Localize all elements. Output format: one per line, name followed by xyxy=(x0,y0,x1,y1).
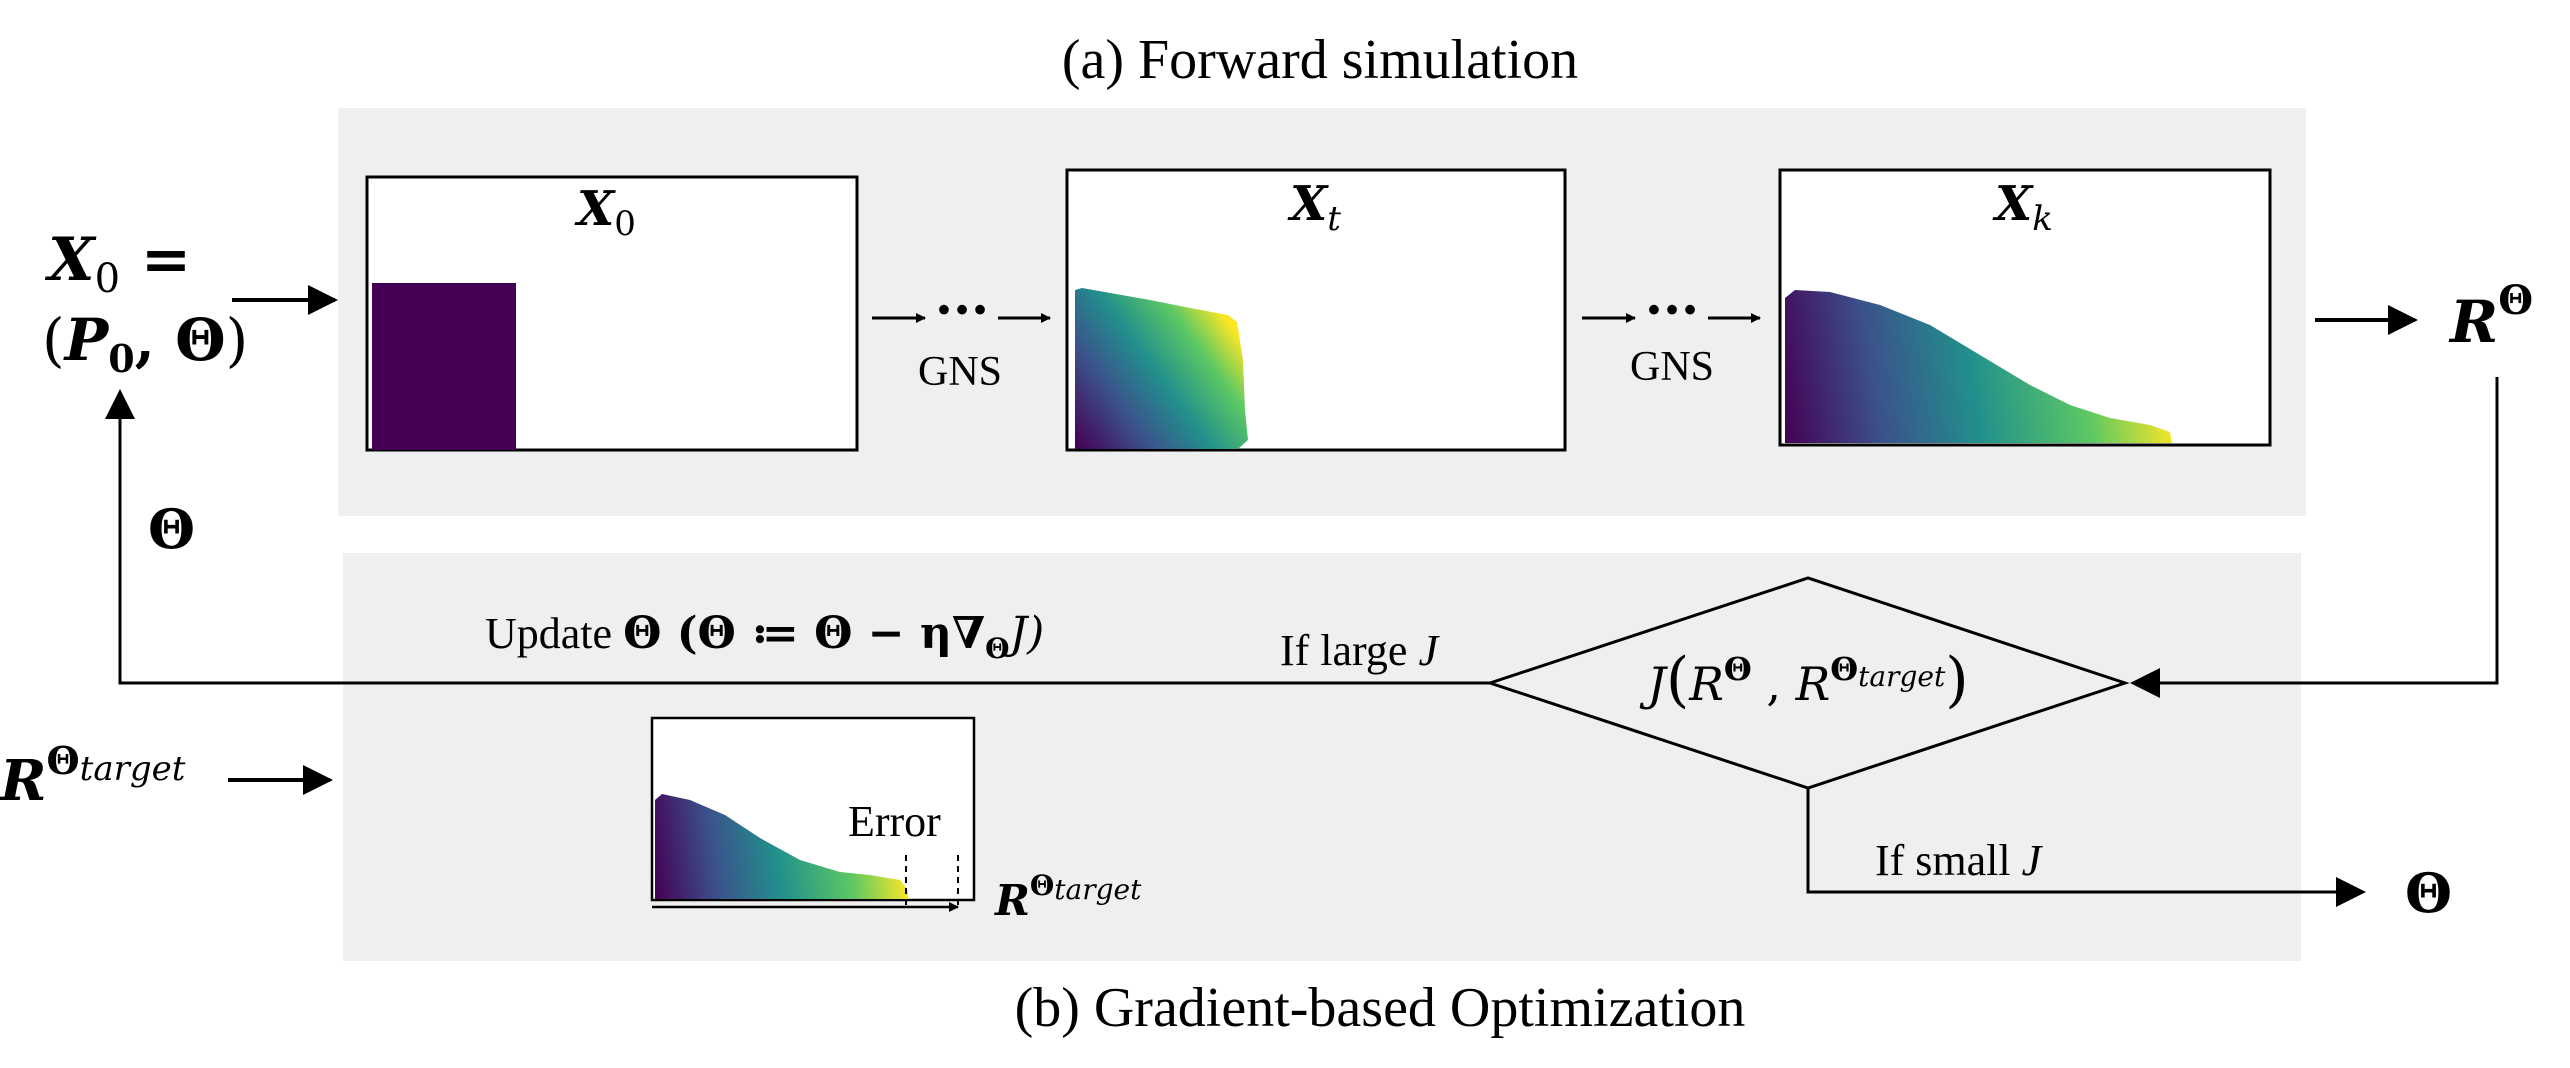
forward-title: (a) Forward simulation xyxy=(1062,29,1578,91)
final-theta-label: Θ xyxy=(2405,861,2452,925)
error-label: Error xyxy=(848,797,941,846)
gns-label-2: GNS xyxy=(1630,344,1714,390)
output-label: RΘ xyxy=(2448,277,2533,356)
input-label-line1: X0 = xyxy=(44,225,191,302)
update-label: Update Θ (Θ ≔ Θ − η∇ΘJ) xyxy=(485,608,1044,665)
output-to-objective-arrow xyxy=(2130,377,2499,698)
gns-label-1: GNS xyxy=(918,349,1002,395)
feedback-theta-label: Θ xyxy=(148,497,195,561)
update-feedback-arrow xyxy=(105,389,1490,685)
if-small-label: If small J xyxy=(1875,836,2044,885)
final-output-arrow xyxy=(1806,788,2366,907)
particles-x0 xyxy=(372,283,516,450)
particles-target xyxy=(655,794,908,899)
gns-ellipsis-1: ··· xyxy=(935,280,989,341)
error-target-label: RΘtarget xyxy=(994,869,1142,925)
objective-diamond xyxy=(1485,576,2130,790)
objective-label: J(RΘ , RΘtarget) xyxy=(1639,645,1968,715)
target-input-label: RΘtarget xyxy=(0,738,186,814)
frame-xt-title: Xt xyxy=(1287,176,1341,239)
input-label-line2: (P0, Θ) xyxy=(42,306,248,381)
optimization-title: (b) Gradient-based Optimization xyxy=(1015,977,1746,1039)
frame-x0-title: X0 xyxy=(574,181,636,244)
particles-xk xyxy=(1785,290,2172,443)
frame-xk-title: Xk xyxy=(1992,176,2053,239)
if-large-label: If large J xyxy=(1280,626,1440,675)
particles-xt xyxy=(1075,288,1248,449)
gns-ellipsis-2: ··· xyxy=(1645,280,1699,341)
